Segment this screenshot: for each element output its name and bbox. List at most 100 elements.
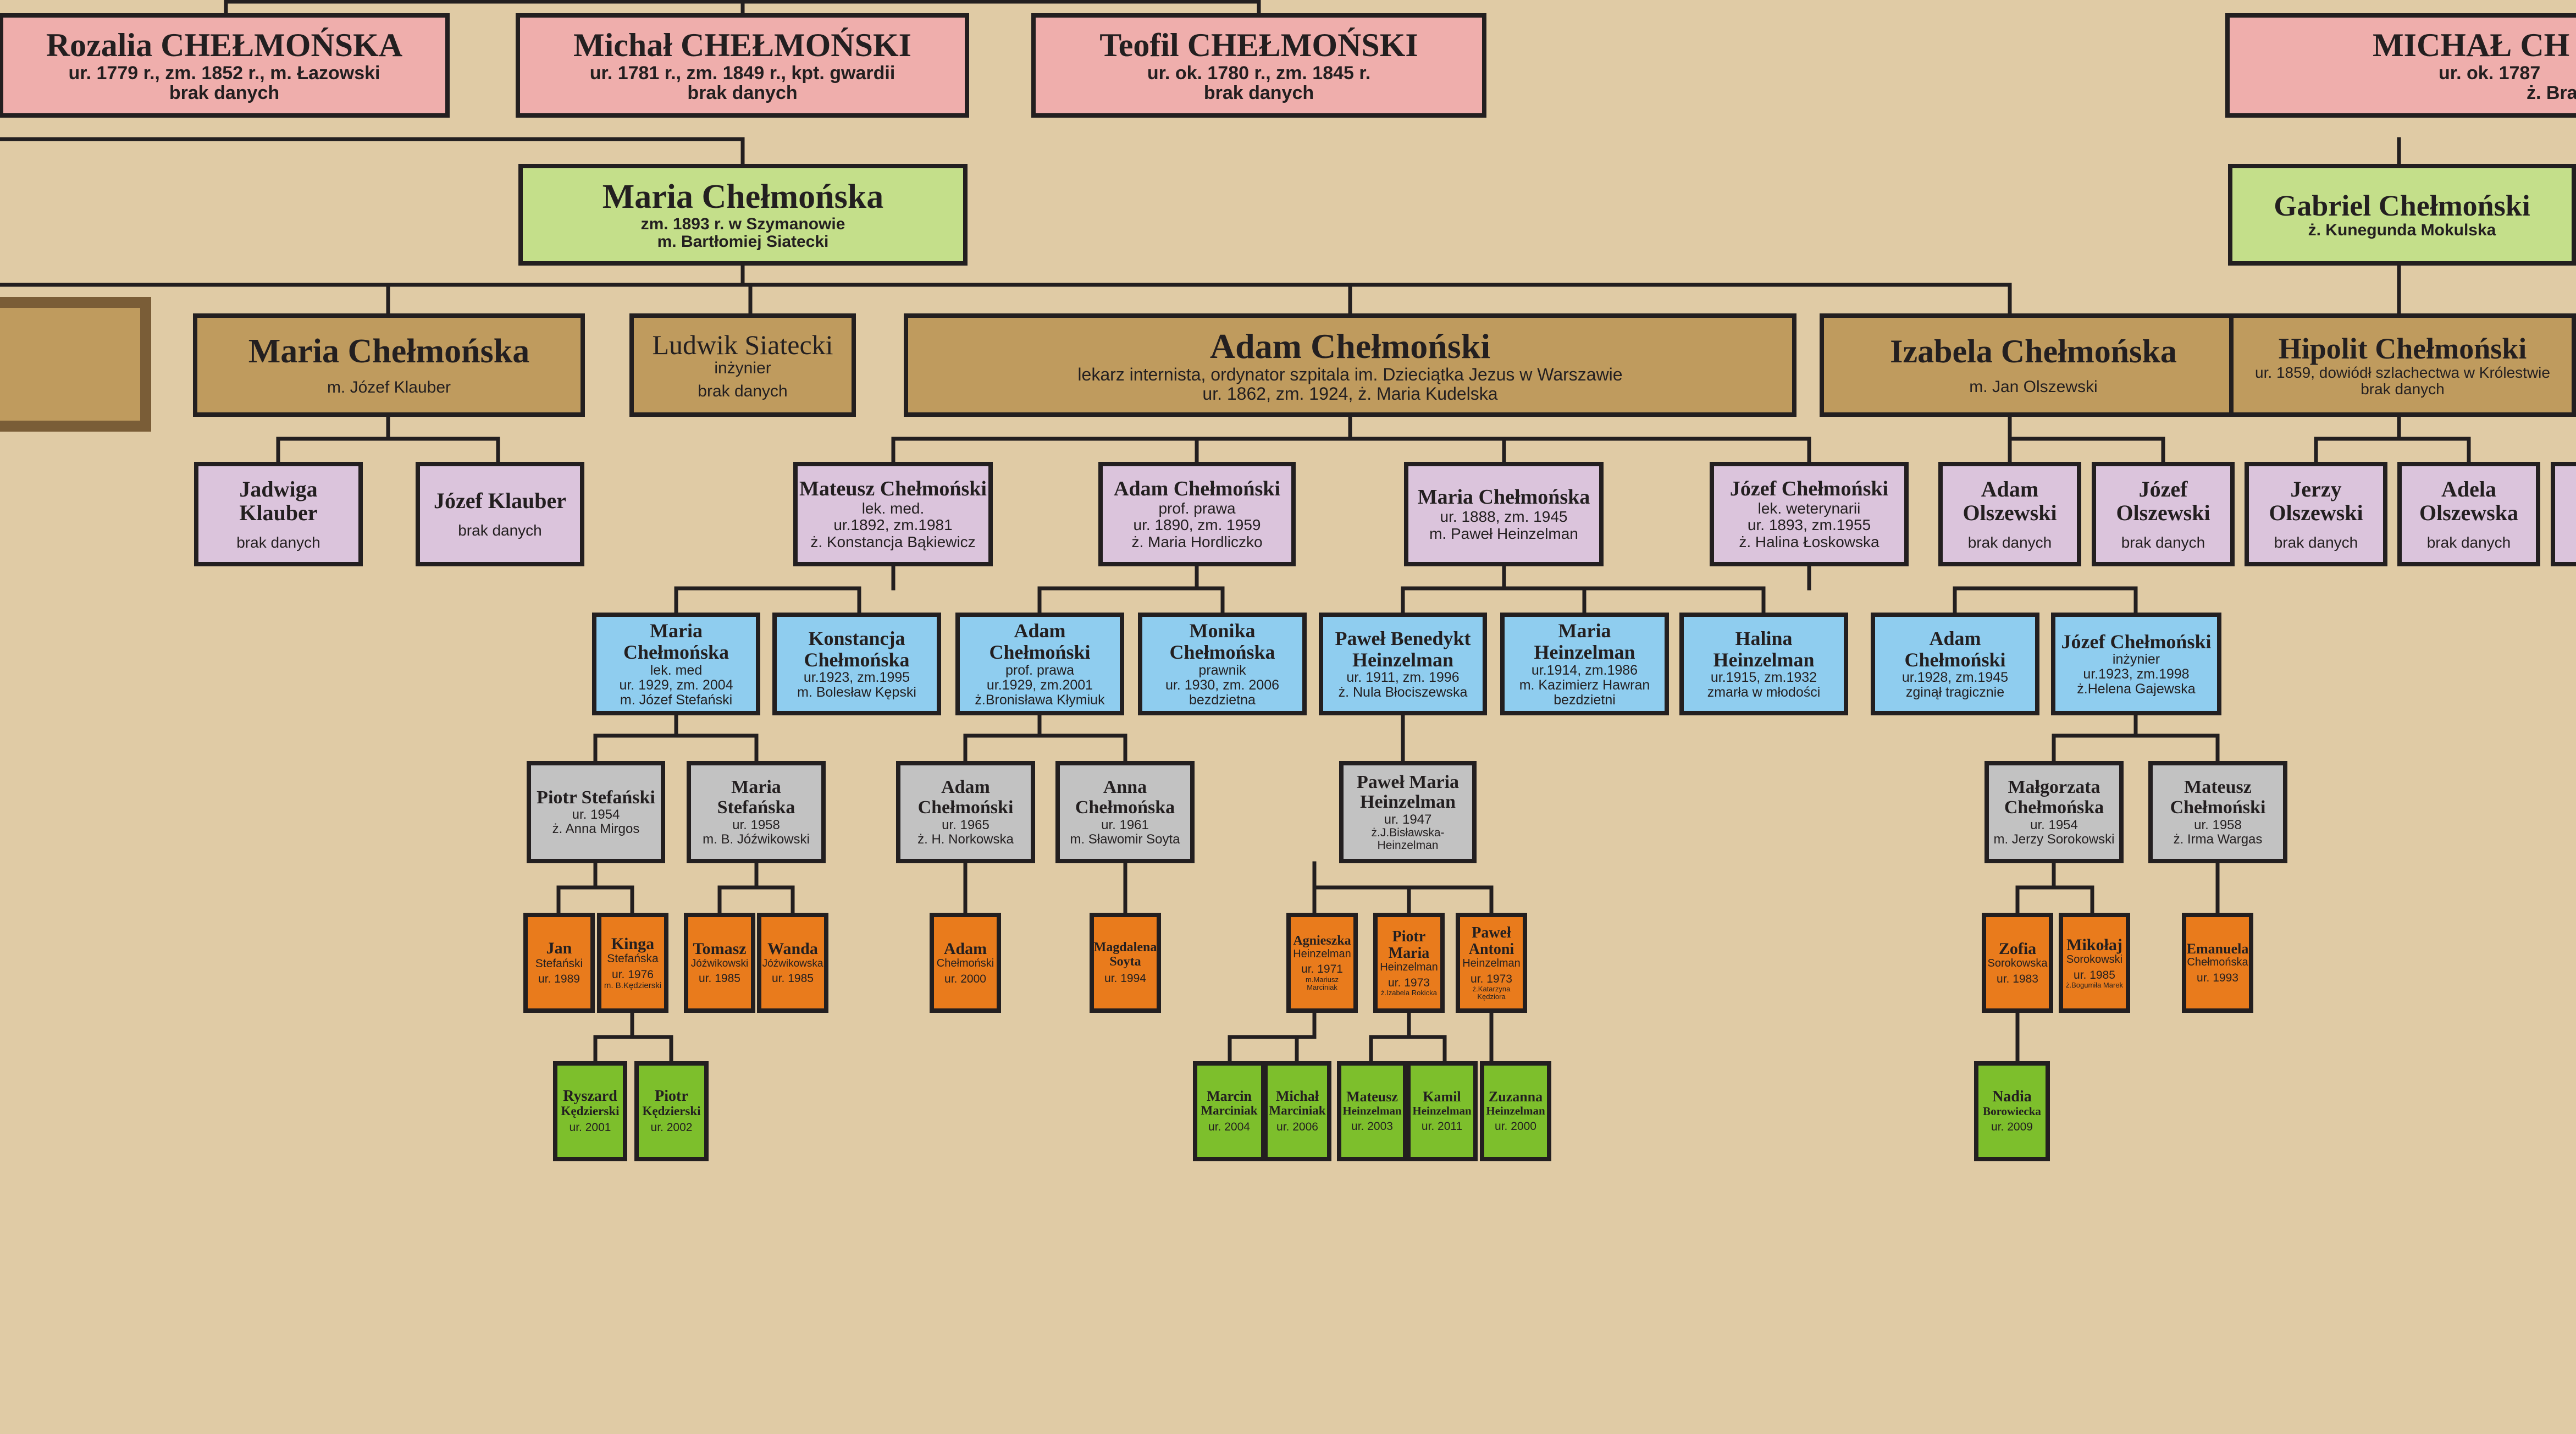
person-box-kamil[interactable]: Kamil Heinzelman ur. 2011 (1406, 1061, 1478, 1161)
person-box-michal-1787[interactable]: MICHAŁ CH ur. ok. 1787 ż. Bra (2225, 13, 2576, 118)
person-name: Paweł Benedykt Heinzelman (1335, 627, 1471, 671)
person-detail: ur.1915, zm.1932 (1710, 670, 1817, 686)
person-box-adam-1862[interactable]: Adam Chełmoński lekarz internista, ordyn… (904, 313, 1796, 417)
person-detail: m. Jan Olszewski (1969, 378, 2098, 396)
person-box-pawel-maria[interactable]: Paweł Maria Heinzelman ur. 1947 ż.J.Bisł… (1339, 761, 1477, 863)
person-detail: bezdzietni (1554, 692, 1616, 708)
person-box-zofia[interactable]: Zofia Sorokowska ur. 1983 (1982, 913, 2053, 1013)
person-box-michal-2006[interactable]: Michał Marciniak ur. 2006 (1263, 1061, 1331, 1161)
person-box-piotr-maria[interactable]: Piotr Maria Heinzelman ur. 1973 ż.Izabel… (1373, 913, 1445, 1013)
person-box-adam-1890[interactable]: Adam Chełmoński prof. prawa ur. 1890, zm… (1098, 462, 1296, 566)
person-box-mateusz-1958[interactable]: Mateusz Chełmoński ur. 1958 ż. Irma Warg… (2148, 761, 2287, 863)
person-detail: ż.J.Bisławska-Heinzelman (1371, 826, 1445, 852)
person-name: Anna Chełmońska (1075, 777, 1175, 818)
person-name: Piotr Stefański (537, 787, 655, 808)
person-box-gabriel[interactable]: Gabriel Chełmoński ż. Kunegunda Mokulska (2228, 164, 2576, 266)
person-detail: ur. 1993 (2197, 971, 2238, 984)
person-name: Ryszard (563, 1088, 617, 1105)
person-box-halina[interactable]: Halina Heinzelman ur.1915, zm.1932 zmarł… (1679, 613, 1848, 715)
person-detail: Stefański (535, 957, 583, 970)
person-detail: ur. 1911, zm. 1996 (1346, 670, 1460, 686)
person-name: Józef Chełmoński (2061, 630, 2212, 653)
person-detail: ur. 1958 (732, 817, 780, 832)
person-box-ryszard[interactable]: Ryszard Kędzierski ur. 2001 (553, 1061, 627, 1161)
person-box-teofil[interactable]: Teofil CHEŁMOŃSKI ur. ok. 1780 r., zm. 1… (1031, 13, 1486, 118)
person-box-jerzy-olszewski[interactable]: Jerzy Olszewski brak danych (2245, 462, 2387, 566)
person-box-maria-siatecka[interactable]: Maria Chełmońska zm. 1893 r. w Szymanowi… (518, 164, 968, 266)
person-box-adam-1929[interactable]: Adam Chełmoński prof. prawa ur.1929, zm.… (955, 613, 1124, 715)
person-box-adela-olszewska[interactable]: Adela Olszewska brak danych (2397, 462, 2540, 566)
person-name: Maria Chełmońska (602, 178, 884, 216)
person-box-rozalia[interactable]: Rozalia CHEŁMOŃSKA ur. 1779 r., zm. 1852… (0, 13, 450, 118)
person-box-tomasz[interactable]: Tomasz Jóźwikowski ur. 1985 (684, 913, 755, 1013)
person-box-maria-1929[interactable]: Maria Chełmońska lek. med ur. 1929, zm. … (592, 613, 760, 715)
person-box-zuzanna[interactable]: Zuzanna Heinzelman ur. 2000 (1480, 1061, 1551, 1161)
person-box-monika[interactable]: Monika Chełmońska prawnik ur. 1930, zm. … (1138, 613, 1307, 715)
person-box-wanda[interactable]: Wanda Jóźwikowska ur. 1985 (757, 913, 828, 1013)
person-box-adam-1965[interactable]: Adam Chełmoński ur. 1965 ż. H. Norkowska (896, 761, 1035, 863)
person-box-jozef-1893[interactable]: Józef Chełmoński lek. weterynarii ur. 18… (1710, 462, 1909, 566)
person-detail: brak danych (2426, 534, 2511, 551)
person-detail: ur.1892, zm.1981 (833, 516, 953, 534)
person-detail: ż.Izabela Rokicka (1381, 989, 1437, 997)
person-box-michal-1781[interactable]: Michał CHEŁMOŃSKI ur. 1781 r., zm. 1849 … (516, 13, 969, 118)
person-box-izabela[interactable]: Izabela Chełmońska m. Jan Olszewski (1820, 313, 2247, 417)
person-detail: ur. 2000 (1495, 1120, 1536, 1133)
person-detail: ur. 1954 (2030, 817, 2078, 832)
person-box-piotr-kedzierski[interactable]: Piotr Kędzierski ur. 2002 (634, 1061, 709, 1161)
person-box-piotr-stefanski[interactable]: Piotr Stefański ur. 1954 ż. Anna Mirgos (527, 761, 665, 863)
person-box-maria-klauber[interactable]: Maria Chełmońska m. Józef Klauber (193, 313, 585, 417)
person-box-agnieszka[interactable]: Agnieszka Heinzelman ur. 1971 m.Mariusz … (1286, 913, 1358, 1013)
person-detail: ur. 1973 (1388, 976, 1430, 989)
person-box-jozef-1923[interactable]: Józef Chełmoński inżynier ur.1923, zm.19… (2051, 613, 2221, 715)
person-box-marcin[interactable]: Marcin Marciniak ur. 2004 (1193, 1061, 1265, 1161)
person-box-konstancja-1923[interactable]: Konstancja Chełmońska ur.1923, zm.1995 m… (772, 613, 941, 715)
person-box-hipolit[interactable]: Hipolit Chełmoński ur. 1859, dowiódł szl… (2229, 313, 2576, 417)
person-box-anna-1961[interactable]: Anna Chełmońska ur. 1961 m. Sławomir Soy… (1055, 761, 1195, 863)
person-detail: Heinzelman (1412, 1104, 1472, 1118)
person-box-adam-2000[interactable]: Adam Chełmoński ur. 2000 (930, 913, 1001, 1013)
person-name: Halina Heinzelman (1713, 627, 1815, 671)
person-detail: ż.Bogumiła Marek (2065, 981, 2124, 990)
person-detail: ż.Katarzyna Kędziora (1472, 985, 1511, 1001)
person-detail: m. Bartłomiej Siatecki (657, 232, 829, 251)
person-detail: brak danych (2274, 534, 2358, 551)
person-box-maria-1888[interactable]: Maria Chełmońska ur. 1888, zm. 1945 m. P… (1404, 462, 1604, 566)
person-name: Zofia (1998, 939, 2037, 958)
person-box-emanuela[interactable]: Emanuela Chełmońska ur. 1993 (2182, 913, 2253, 1013)
person-box-pawel-antoni[interactable]: Paweł Antoni Heinzelman ur. 1973 ż.Katar… (1456, 913, 1527, 1013)
person-detail: m. Józef Stefański (620, 692, 733, 708)
person-detail: zmarła w młodości (1707, 685, 1821, 701)
person-box-adam-olszewski[interactable]: Adam Olszewski brak danych (1938, 462, 2081, 566)
person-box-pawel-benedykt[interactable]: Paweł Benedykt Heinzelman ur. 1911, zm. … (1319, 613, 1487, 715)
person-name: Maria Heinzelman (1534, 620, 1635, 663)
person-name: Izabela Chełmońska (1890, 333, 2177, 370)
person-name: Józef Olszewski (2116, 476, 2210, 525)
person-detail: ur. 1954 (572, 807, 620, 823)
person-detail: ur. 1781 r., zm. 1849 r., kpt. gwardii (589, 62, 895, 84)
person-box-jan-stefanski[interactable]: Jan Stefański ur. 1989 (523, 913, 595, 1013)
person-box-maria-heinzelman[interactable]: Maria Heinzelman ur.1914, zm.1986 m. Kaz… (1500, 613, 1669, 715)
person-box-jozef-klauber[interactable]: Józef Klauber brak danych (416, 462, 584, 566)
person-detail: ż. Anna Mirgos (552, 821, 640, 837)
person-box-magdalena[interactable]: Magdalena Soyta ur. 1994 (1090, 913, 1161, 1013)
person-box-adam-1928[interactable]: Adam Chełmoński ur.1928, zm.1945 zginął … (1871, 613, 2039, 715)
person-box-mikolaj[interactable]: Mikołaj Sorokowski ur. 1985 ż.Bogumiła M… (2059, 913, 2130, 1013)
person-detail: brak danych (2361, 380, 2445, 398)
person-box-jozef-olszewski[interactable]: Józef Olszewski brak danych (2092, 462, 2235, 566)
person-box-mateusz-1892[interactable]: Mateusz Chełmoński lek. med. ur.1892, zm… (793, 462, 993, 566)
person-detail: m.Mariusz Marciniak (1306, 975, 1339, 992)
person-detail: Kędzierski (642, 1104, 701, 1118)
person-box-mateusz-2003[interactable]: Mateusz Heinzelman ur. 2003 (1337, 1061, 1407, 1161)
person-box-nadia[interactable]: Nadia Borowiecka ur. 2009 (1974, 1061, 2050, 1161)
person-detail: ur. 1989 (538, 973, 580, 986)
blank-box (0, 297, 151, 432)
person-box-jadwiga[interactable]: Jadwiga Klauber brak danych (194, 462, 363, 566)
person-box-ludwik[interactable]: Ludwik Siatecki inżynier brak danych (629, 313, 856, 417)
person-box-malgorzata[interactable]: Małgorzata Chełmońska ur. 1954 m. Jerzy … (1984, 761, 2124, 863)
person-box-kinga[interactable]: Kinga Stefańska ur. 1976 m. B.Kędzierski (597, 913, 668, 1013)
person-detail: brak danych (687, 82, 798, 104)
person-name: Mikołaj (2066, 935, 2122, 954)
person-box-maria-stefanska[interactable]: Maria Stefańska ur. 1958 m. B. Jóźwikows… (687, 761, 826, 863)
person-detail: lek. med (650, 662, 703, 678)
